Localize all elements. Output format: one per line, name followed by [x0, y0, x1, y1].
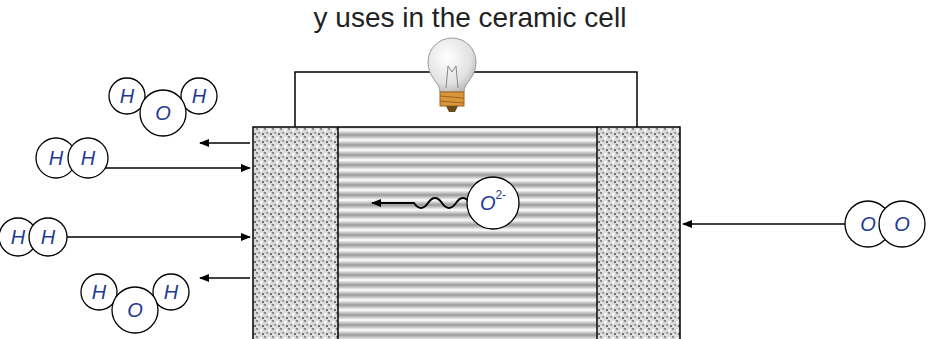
charge-superscript: 2- [495, 189, 506, 201]
atom-label-box: O [111, 286, 159, 334]
atom-symbol: O [480, 193, 496, 213]
atom-symbol: O [860, 214, 876, 234]
atom-symbol: O [155, 103, 171, 123]
atom-symbol: O [894, 214, 910, 234]
atom-circle: H [28, 217, 68, 257]
atom-label-box: H [28, 217, 68, 257]
atom-symbol: H [11, 227, 25, 247]
atom-symbol: H [192, 86, 206, 106]
atom-symbol: H [81, 148, 95, 168]
atom-symbol: O [127, 300, 143, 320]
atom-circle: H [67, 137, 109, 179]
atom-label-box: O2- [466, 176, 520, 230]
atom-label-box: O [878, 200, 926, 248]
atom-symbol: H [120, 86, 134, 106]
atom-symbol: H [164, 282, 178, 302]
light-bulb [428, 38, 476, 112]
atom-label-box: O [139, 89, 187, 137]
page-heading: y uses in the ceramic cell [0, 2, 940, 34]
atom-symbol: H [92, 282, 106, 302]
atom-circle: O [111, 286, 159, 334]
atom-symbol: H [41, 227, 55, 247]
atom-symbol: H [49, 148, 63, 168]
atom-circle: O [139, 89, 187, 137]
atom-circle: O2- [466, 176, 520, 230]
atom-circle: O [878, 200, 926, 248]
atom-label-box: H [67, 137, 109, 179]
